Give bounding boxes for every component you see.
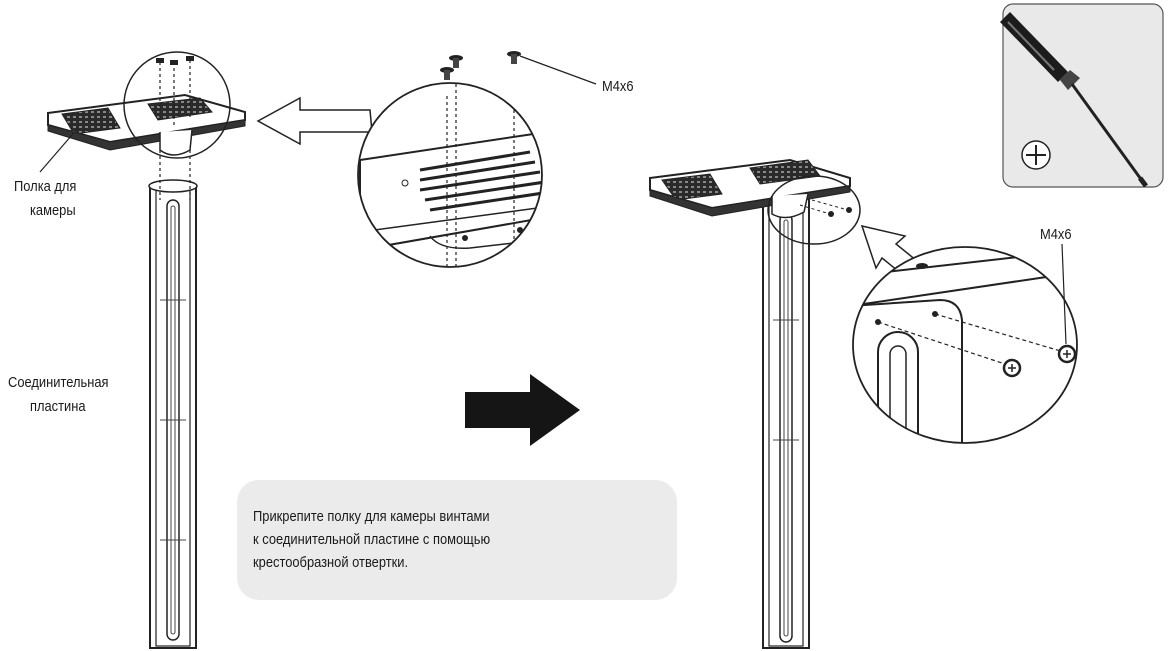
- shelf-label-line2: камеры: [30, 202, 76, 219]
- left-connecting-plate: [148, 179, 198, 649]
- phillips-screwdriver-icon: [1000, 12, 1148, 188]
- instruction-line2: к соединительной пластине с помощью: [253, 531, 491, 548]
- instruction-text: Прикрепите полку для камеры винтами к со…: [253, 505, 490, 574]
- shelf-leader-line: [39, 127, 79, 173]
- right-camera-shelf: [649, 158, 851, 219]
- right-magnify-ellipse: [767, 175, 861, 245]
- top-detail-circle: [357, 51, 597, 268]
- left-magnify-circle: [123, 51, 231, 159]
- instruction-line3: крестообразной отвертки.: [253, 554, 409, 571]
- right-detail-ellipse: [852, 243, 1078, 444]
- right-small-screws: [799, 199, 852, 217]
- plate-label-line1: Соединительная: [8, 374, 109, 391]
- right-arrow-icon: [465, 374, 580, 446]
- left-screws: [156, 56, 194, 200]
- left-camera-shelf: [47, 93, 246, 156]
- instruction-box: [237, 480, 677, 600]
- tool-box: [1000, 3, 1164, 188]
- screw-label-right: M4x6: [1040, 226, 1072, 243]
- magnify-arrow-left: [256, 96, 373, 146]
- plate-label-line2: пластина: [30, 398, 86, 415]
- instruction-line1: Прикрепите полку для камеры винтами: [253, 508, 490, 525]
- shelf-label-line1: Полка для: [14, 178, 77, 195]
- phillips-head-icon: [1021, 140, 1051, 170]
- screw-label-top: M4x6: [602, 78, 634, 95]
- right-connecting-plate: [762, 197, 810, 649]
